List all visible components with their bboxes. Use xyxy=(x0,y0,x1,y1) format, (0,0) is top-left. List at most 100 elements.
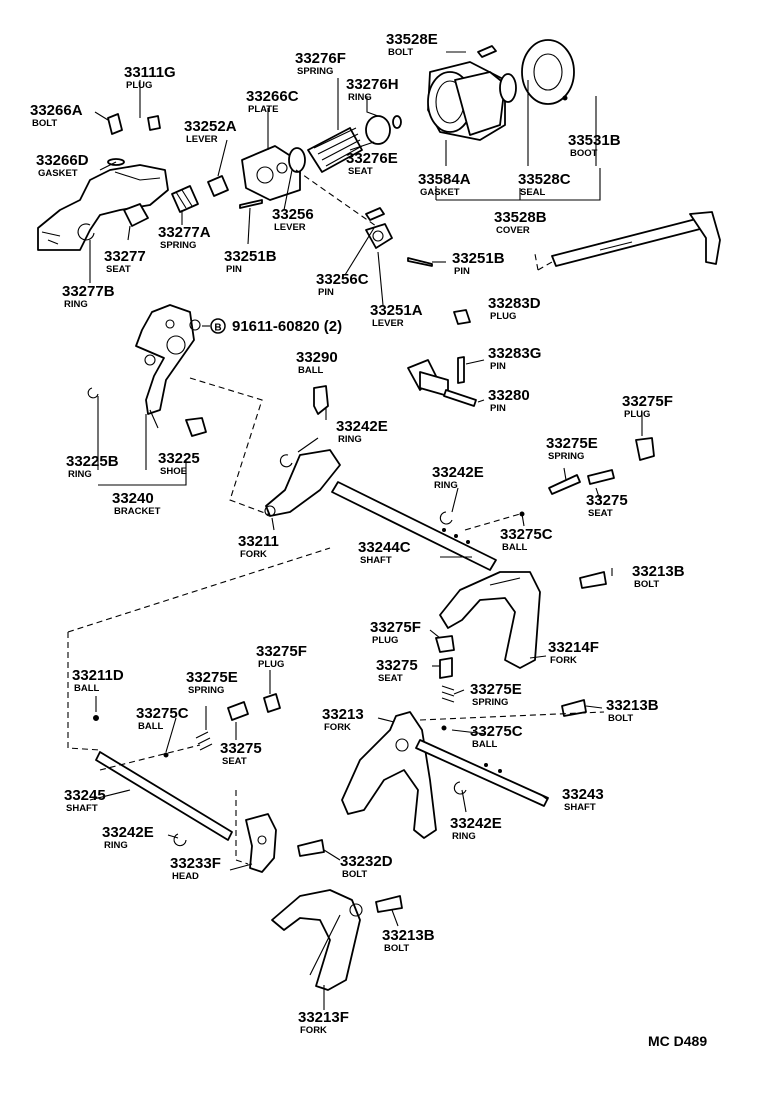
part-name: BRACKET xyxy=(114,506,161,517)
part-name: PIN xyxy=(490,361,506,372)
part-name: SHAFT xyxy=(360,555,392,566)
part-name: SPRING xyxy=(188,685,224,696)
part-label-p91611: 91611-60820 (2) xyxy=(232,318,342,335)
part-number: 33242E xyxy=(336,418,388,435)
part-number: 33266D xyxy=(36,152,89,169)
part-number: 33276E xyxy=(346,150,398,167)
head-33233F-drawing xyxy=(235,790,325,873)
part-number: 33277B xyxy=(62,283,115,300)
part-number: 33251A xyxy=(370,302,423,319)
part-name: BOLT xyxy=(342,869,367,880)
part-name: COVER xyxy=(496,225,530,236)
part-number: 33584A xyxy=(418,171,471,188)
part-number: 33233F xyxy=(170,855,221,872)
fork-33213-drawing xyxy=(341,699,605,839)
part-number: 33240 xyxy=(112,490,154,507)
part-name: FORK xyxy=(300,1025,327,1036)
part-number: 33528E xyxy=(386,31,438,48)
part-number: 33225B xyxy=(66,453,119,470)
part-number: 33242E xyxy=(450,815,502,832)
svg-text:B: B xyxy=(214,323,221,334)
part-name: PLUG xyxy=(258,659,284,670)
part-number: 33275E xyxy=(546,435,598,452)
part-name: RING xyxy=(104,840,128,851)
part-number: 33111G xyxy=(124,64,176,81)
part-name: SPRING xyxy=(472,697,508,708)
part-number: 33251B xyxy=(224,248,277,265)
part-name: PLUG xyxy=(624,409,650,420)
part-number: 33528B xyxy=(494,209,547,226)
part-name: SEAT xyxy=(222,756,247,767)
part-name: SPRING xyxy=(548,451,584,462)
part-name: GASKET xyxy=(420,187,460,198)
part-name: SEAT xyxy=(588,508,613,519)
fork-33211-drawing xyxy=(264,449,615,571)
part-number: 33244C xyxy=(358,539,411,556)
part-name: BOLT xyxy=(384,943,409,954)
part-name: RING xyxy=(348,92,372,103)
part-number: 33242E xyxy=(432,464,484,481)
part-number: 33283D xyxy=(488,295,541,312)
part-number: 33275 xyxy=(586,492,628,509)
part-name: BOLT xyxy=(608,713,633,724)
part-name: RING xyxy=(338,434,362,445)
shaft-33245-drawing xyxy=(67,547,331,847)
part-number: 33252A xyxy=(184,118,237,135)
part-name: LEVER xyxy=(372,318,404,329)
part-name: BALL xyxy=(138,721,164,732)
part-name: SEAT xyxy=(348,166,373,177)
part-name: LEVER xyxy=(186,134,218,145)
part-name: RING xyxy=(64,299,88,310)
part-name: BOLT xyxy=(388,47,413,58)
part-number: 33528C xyxy=(518,171,571,188)
part-name: PLUG xyxy=(126,80,152,91)
part-name: PIN xyxy=(454,266,470,277)
part-number: 33275F xyxy=(370,619,421,636)
part-number: 33225 xyxy=(158,450,200,467)
part-number: 33275C xyxy=(470,723,523,740)
part-number: 33211D xyxy=(72,667,124,684)
part-number: 33275E xyxy=(470,681,522,698)
part-name: SEAT xyxy=(106,264,131,275)
part-name: FORK xyxy=(240,549,267,560)
part-name: SHOE xyxy=(160,466,187,477)
part-number: 33277A xyxy=(158,224,211,241)
cover-assembly-drawing xyxy=(427,39,575,141)
part-number: 33277 xyxy=(104,248,146,265)
part-number: 33276H xyxy=(346,76,399,93)
detent-stack-drawing xyxy=(435,635,455,703)
part-number: 33290 xyxy=(296,349,338,366)
part-number: 33214F xyxy=(548,639,599,656)
part-name: BOLT xyxy=(32,118,57,129)
part-name: SPRING xyxy=(297,66,333,77)
part-number: 33213 xyxy=(322,706,364,723)
part-number: 33256C xyxy=(316,271,369,288)
part-name: FORK xyxy=(324,722,351,733)
part-name: HEAD xyxy=(172,871,199,882)
